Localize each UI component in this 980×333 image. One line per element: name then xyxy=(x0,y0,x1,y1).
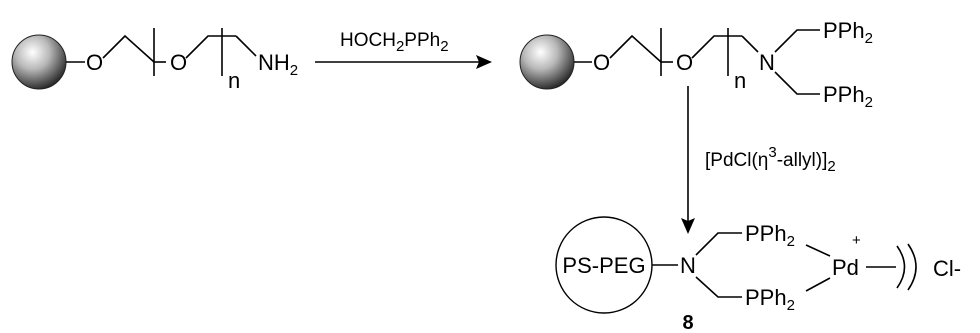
bond-to-top-phosphine xyxy=(695,232,742,256)
reagent-step2: [PdCl(η3-allyl)]2 xyxy=(705,144,836,175)
amine-label: NH2 xyxy=(258,50,298,79)
oxygen-label: O xyxy=(170,50,187,75)
nitrogen-label: N xyxy=(680,253,696,278)
chain-bonds xyxy=(691,35,742,59)
bond-to-bottom-phosphine xyxy=(774,71,820,95)
reaction-arrow-step1 xyxy=(315,55,492,69)
bond xyxy=(741,35,759,53)
bond-to-bottom-phosphine xyxy=(695,276,742,298)
compound-number: 8 xyxy=(682,312,693,333)
oxygen-label: O xyxy=(676,50,693,75)
palladium-label: Pd xyxy=(832,255,859,280)
nitrogen-label: N xyxy=(759,50,775,75)
resin-bead-icon xyxy=(11,34,67,90)
chain-bonds xyxy=(102,34,155,63)
repeat-index: n xyxy=(734,68,746,93)
counterion-label: Cl- xyxy=(933,256,961,281)
chain-bonds xyxy=(609,34,662,63)
repeat-index: n xyxy=(228,68,240,93)
reaction-arrow-step2 xyxy=(681,86,695,234)
phosphine-bottom-label: PPh2 xyxy=(745,285,795,314)
bond-to-top-phosphine xyxy=(774,29,820,53)
allyl-ligand-icon xyxy=(896,245,906,289)
product: PS-PEG N PPh2 PPh2 Pd + Cl- 8 xyxy=(555,216,961,333)
intermediate: O O n N PPh2 PPh2 xyxy=(519,18,873,111)
p-pd-bond xyxy=(805,277,831,292)
resin-bead-icon xyxy=(519,34,575,90)
phosphine-top-label: PPh2 xyxy=(745,221,795,250)
oxygen-label: O xyxy=(86,50,103,75)
support-label: PS-PEG xyxy=(562,253,645,278)
bond xyxy=(235,35,257,57)
phosphine-top-label: PPh2 xyxy=(823,18,873,47)
p-pd-bond xyxy=(805,244,831,257)
starting-material: O O n NH2 xyxy=(11,28,298,93)
chain-bonds xyxy=(185,35,236,59)
allyl-ligand-icon xyxy=(907,243,917,291)
phosphine-bottom-label: PPh2 xyxy=(823,82,873,111)
reagent-step1: HOCH2PPh2 xyxy=(340,30,449,55)
oxygen-label: O xyxy=(593,50,610,75)
charge-label: + xyxy=(852,232,861,249)
